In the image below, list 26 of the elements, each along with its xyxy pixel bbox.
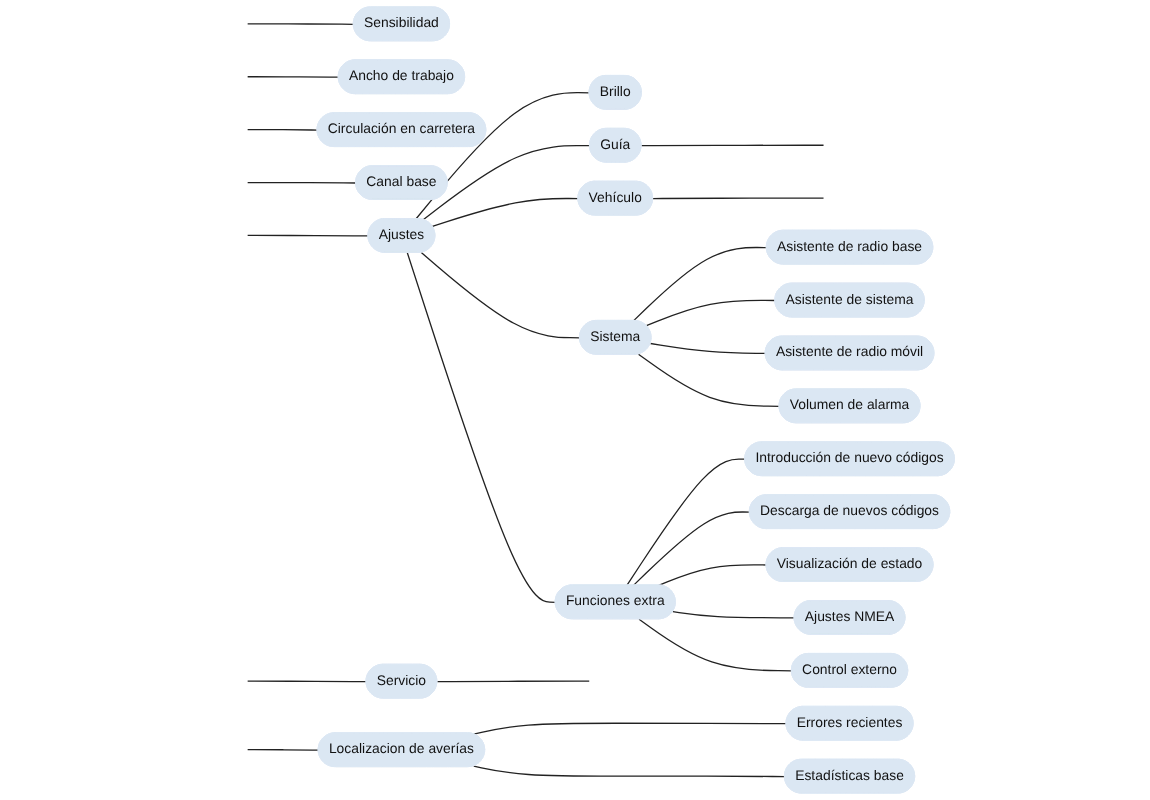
connector: [649, 342, 767, 355]
connector: [638, 618, 793, 672]
connector: [473, 765, 786, 778]
connector: [436, 680, 590, 683]
connector: [406, 252, 557, 603]
connector: [247, 234, 369, 237]
connector: [672, 611, 796, 619]
connector: [247, 181, 357, 184]
connector: [247, 680, 368, 683]
connector: [645, 299, 776, 327]
connector: [431, 197, 579, 227]
connector: [247, 23, 355, 25]
connector: [632, 246, 768, 322]
connector: [420, 251, 581, 339]
connector: [640, 144, 825, 147]
connector: [247, 76, 340, 78]
connector: [637, 353, 781, 407]
connector: [247, 129, 319, 131]
connector: [473, 722, 788, 735]
connector: [652, 197, 825, 200]
connector: [658, 564, 768, 586]
connector: [247, 749, 320, 751]
connector: [626, 458, 746, 586]
connector: [415, 92, 591, 220]
connector: [422, 144, 591, 221]
connector: [632, 511, 751, 586]
